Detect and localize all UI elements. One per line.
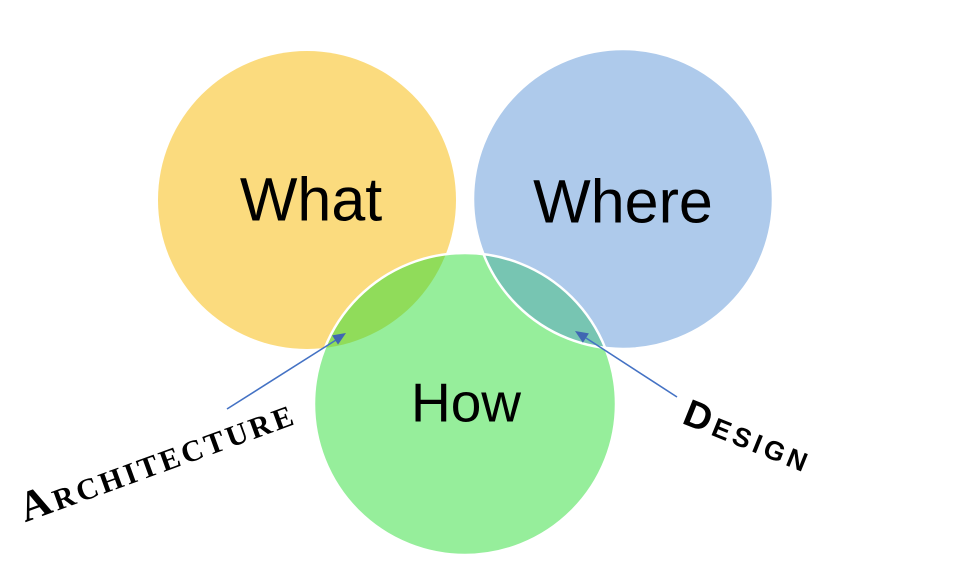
architecture-arrow	[226, 333, 346, 410]
architecture-arrow-line	[226, 339, 337, 410]
circle-label-where: Where	[533, 167, 713, 236]
circle-what	[158, 51, 456, 349]
circle-how-outline	[312, 251, 618, 557]
circle-label-what: What	[239, 165, 383, 234]
design-arrowhead-icon	[575, 331, 589, 343]
circle-where-outline	[471, 47, 775, 351]
circle-label-how: How	[410, 371, 522, 434]
design-arrow	[575, 331, 678, 398]
design-arrow-line	[585, 337, 678, 398]
circle-where	[473, 49, 773, 349]
circle-how	[314, 253, 616, 555]
architecture-arrowhead-icon	[332, 333, 346, 345]
